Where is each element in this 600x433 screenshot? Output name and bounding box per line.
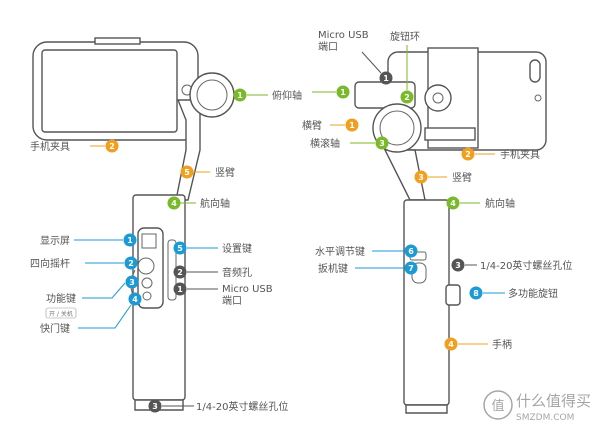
watermark-logo: 值 什么值得买 SMZDM.COM [483,390,591,423]
svg-text:1: 1 [127,236,133,245]
callout-badges: 1 1 2 5 4 1 2 3 4 5 2 1 3 1 2 1 3 2 3 4 … [105,71,483,413]
svg-text:4: 4 [171,199,177,208]
badge-orange-1: 1 [345,118,359,132]
badge-blue-3: 3 [125,275,139,289]
label-screw: 1/4-20英寸螺丝孔位 [196,400,288,413]
label-usb: Micro USB [222,284,273,295]
label-screw: 1/4-20英寸螺丝孔位 [480,259,572,272]
badge-orange-4: 4 [444,337,458,351]
svg-text:3: 3 [379,139,385,148]
badge-dark-3: 3 [451,258,465,272]
svg-text:3: 3 [418,173,424,182]
svg-text:2: 2 [109,142,115,151]
svg-text:2: 2 [465,150,471,159]
badge-orange-5: 5 [180,165,194,179]
svg-text:SMZDM.COM: SMZDM.COM [516,413,574,423]
svg-text:什么值得买: 什么值得买 [516,392,591,410]
svg-text:8: 8 [473,289,479,298]
label-port: 端口 [318,40,338,53]
svg-text:2: 2 [177,268,183,277]
badge-dark-3: 3 [148,399,162,413]
badge-dark-1: 1 [173,282,187,296]
label-pan: 航向轴 [485,197,515,210]
label-vertical-arm: 竖臂 [215,166,235,179]
left-gimbal-drawing [32,37,235,411]
badge-blue-4: 4 [128,292,142,306]
label-cross-arm: 横臂 [302,119,322,132]
label-pan: 航向轴 [200,197,230,210]
svg-text:1: 1 [349,121,355,130]
svg-text:6: 6 [408,247,414,256]
label-roll: 横滚轴 [310,137,340,150]
label-level-key: 水平调节键 [315,245,365,258]
svg-text:1: 1 [237,91,243,100]
callout-lines [74,45,505,407]
badge-green-1: 1 [336,85,350,99]
svg-text:4: 4 [450,199,456,208]
label-display: 显示屏 [40,235,70,247]
badge-green-2: 2 [400,90,414,104]
badge-blue-2: 2 [124,256,138,270]
badge-orange-2: 2 [461,147,475,161]
badge-green-3: 3 [375,136,389,150]
badge-blue-1: 1 [123,233,137,247]
label-joystick: 四向摇杆 [30,257,70,270]
badge-blue-5: 5 [173,241,187,255]
label-handle: 手柄 [492,338,512,351]
label-port: 端口 [222,294,242,307]
badge-blue-7: 7 [404,261,418,275]
label-trigger: 扳机键 [318,262,348,275]
badge-blue-8: 8 [469,286,483,300]
svg-text:3: 3 [152,402,158,411]
svg-text:1: 1 [177,285,183,294]
label-shutter: 快门键 [40,322,70,335]
badge-dark-1: 1 [379,71,393,85]
badge-orange-3: 3 [414,170,428,184]
badge-blue-6: 6 [404,244,418,258]
label-vertical-arm: 竖臂 [452,171,472,184]
svg-text:7: 7 [408,264,414,273]
svg-text:5: 5 [184,168,190,177]
badge-orange-2: 2 [105,139,119,153]
label-clamp: 手机夹具 [500,148,540,161]
label-pitch: 俯仰轴 [272,89,302,102]
badge-dark-2: 2 [173,265,187,279]
label-usb: Micro USB [318,30,369,41]
badge-green-4: 4 [167,196,181,210]
label-settings: 设置键 [222,242,252,255]
right-gimbal-drawing [354,47,547,414]
label-function-key: 功能键 [46,292,76,305]
svg-text:4: 4 [448,340,454,349]
svg-text:5: 5 [177,244,183,253]
label-multi-knob: 多功能旋钮 [508,287,558,300]
svg-text:1: 1 [340,88,346,97]
label-audio: 音频孔 [222,266,252,279]
svg-text:2: 2 [404,93,410,102]
label-knob-ring: 旋钮环 [390,30,420,43]
svg-text:3: 3 [455,261,461,270]
labels: 俯仰轴 手机夹具 竖臂 航向轴 显示屏 四向摇杆 功能键 开 / 关机 快门键 … [30,30,572,413]
label-clamp: 手机夹具 [30,140,70,153]
svg-text:值: 值 [491,398,504,414]
svg-text:4: 4 [132,295,138,304]
badge-green-1: 1 [233,88,247,102]
label-power-note: 开 / 关机 [49,310,73,318]
badge-green-4: 4 [446,196,460,210]
svg-text:1: 1 [383,74,389,83]
svg-text:3: 3 [129,278,135,287]
svg-text:2: 2 [128,259,134,268]
